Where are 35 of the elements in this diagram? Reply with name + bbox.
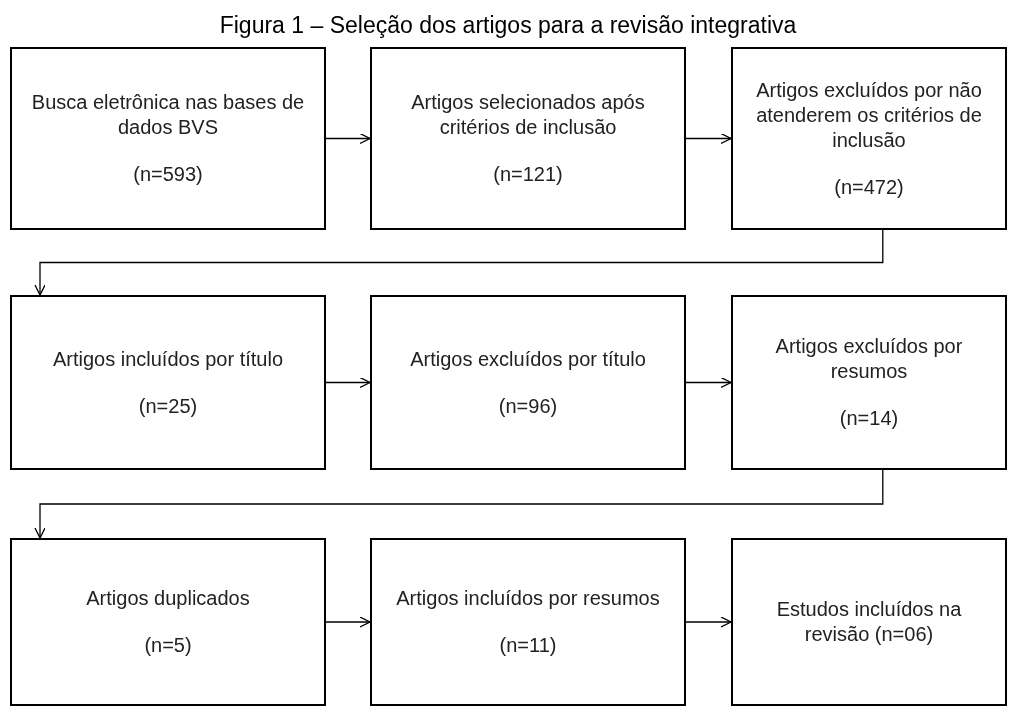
arrow [325, 616, 371, 628]
arrow [685, 376, 732, 389]
arrow [685, 132, 732, 145]
count-label: (n=14) [839, 406, 899, 431]
box-text: Estudos incluídos na revisão (n=06) [775, 597, 963, 647]
box-text: Artigos incluídos por resumos [396, 586, 660, 611]
box-text: Artigos excluídos por título [410, 346, 646, 372]
box-text: Busca eletrônica nas bases de dados BVS [30, 90, 306, 140]
figure-title: Figura 1 – Seleção dos artigos para a revisão integrativa [218, 12, 798, 39]
arrow [325, 132, 371, 145]
box-text: Artigos duplicados [86, 586, 250, 611]
box-text: Artigos excluídos por não atenderem os critérios de inclusão [755, 77, 983, 153]
process-box [370, 295, 686, 470]
process-box [10, 538, 326, 706]
process-box [731, 47, 1007, 230]
count-label: (n=121) [493, 162, 563, 187]
process-box [370, 538, 686, 706]
process-box [731, 295, 1007, 470]
arrow [685, 616, 732, 628]
box-text: Artigos excluídos por resumos [774, 334, 964, 384]
box-text: Artigos selecionados após critérios de inclusão [410, 90, 646, 140]
process-box [370, 47, 686, 230]
count-label: (n=472) [834, 174, 904, 200]
count-label: (n=96) [498, 393, 558, 419]
process-box [10, 47, 326, 230]
box-text: Artigos incluídos por título [52, 346, 284, 372]
count-label: (n=11) [499, 633, 557, 658]
process-box [731, 538, 1007, 706]
count-label: (n=5) [144, 633, 192, 658]
arrow [34, 469, 884, 539]
count-label: (n=25) [138, 393, 198, 419]
arrow [34, 229, 884, 296]
count-label: (n=593) [133, 162, 203, 187]
process-box [10, 295, 326, 470]
arrow [325, 376, 371, 389]
